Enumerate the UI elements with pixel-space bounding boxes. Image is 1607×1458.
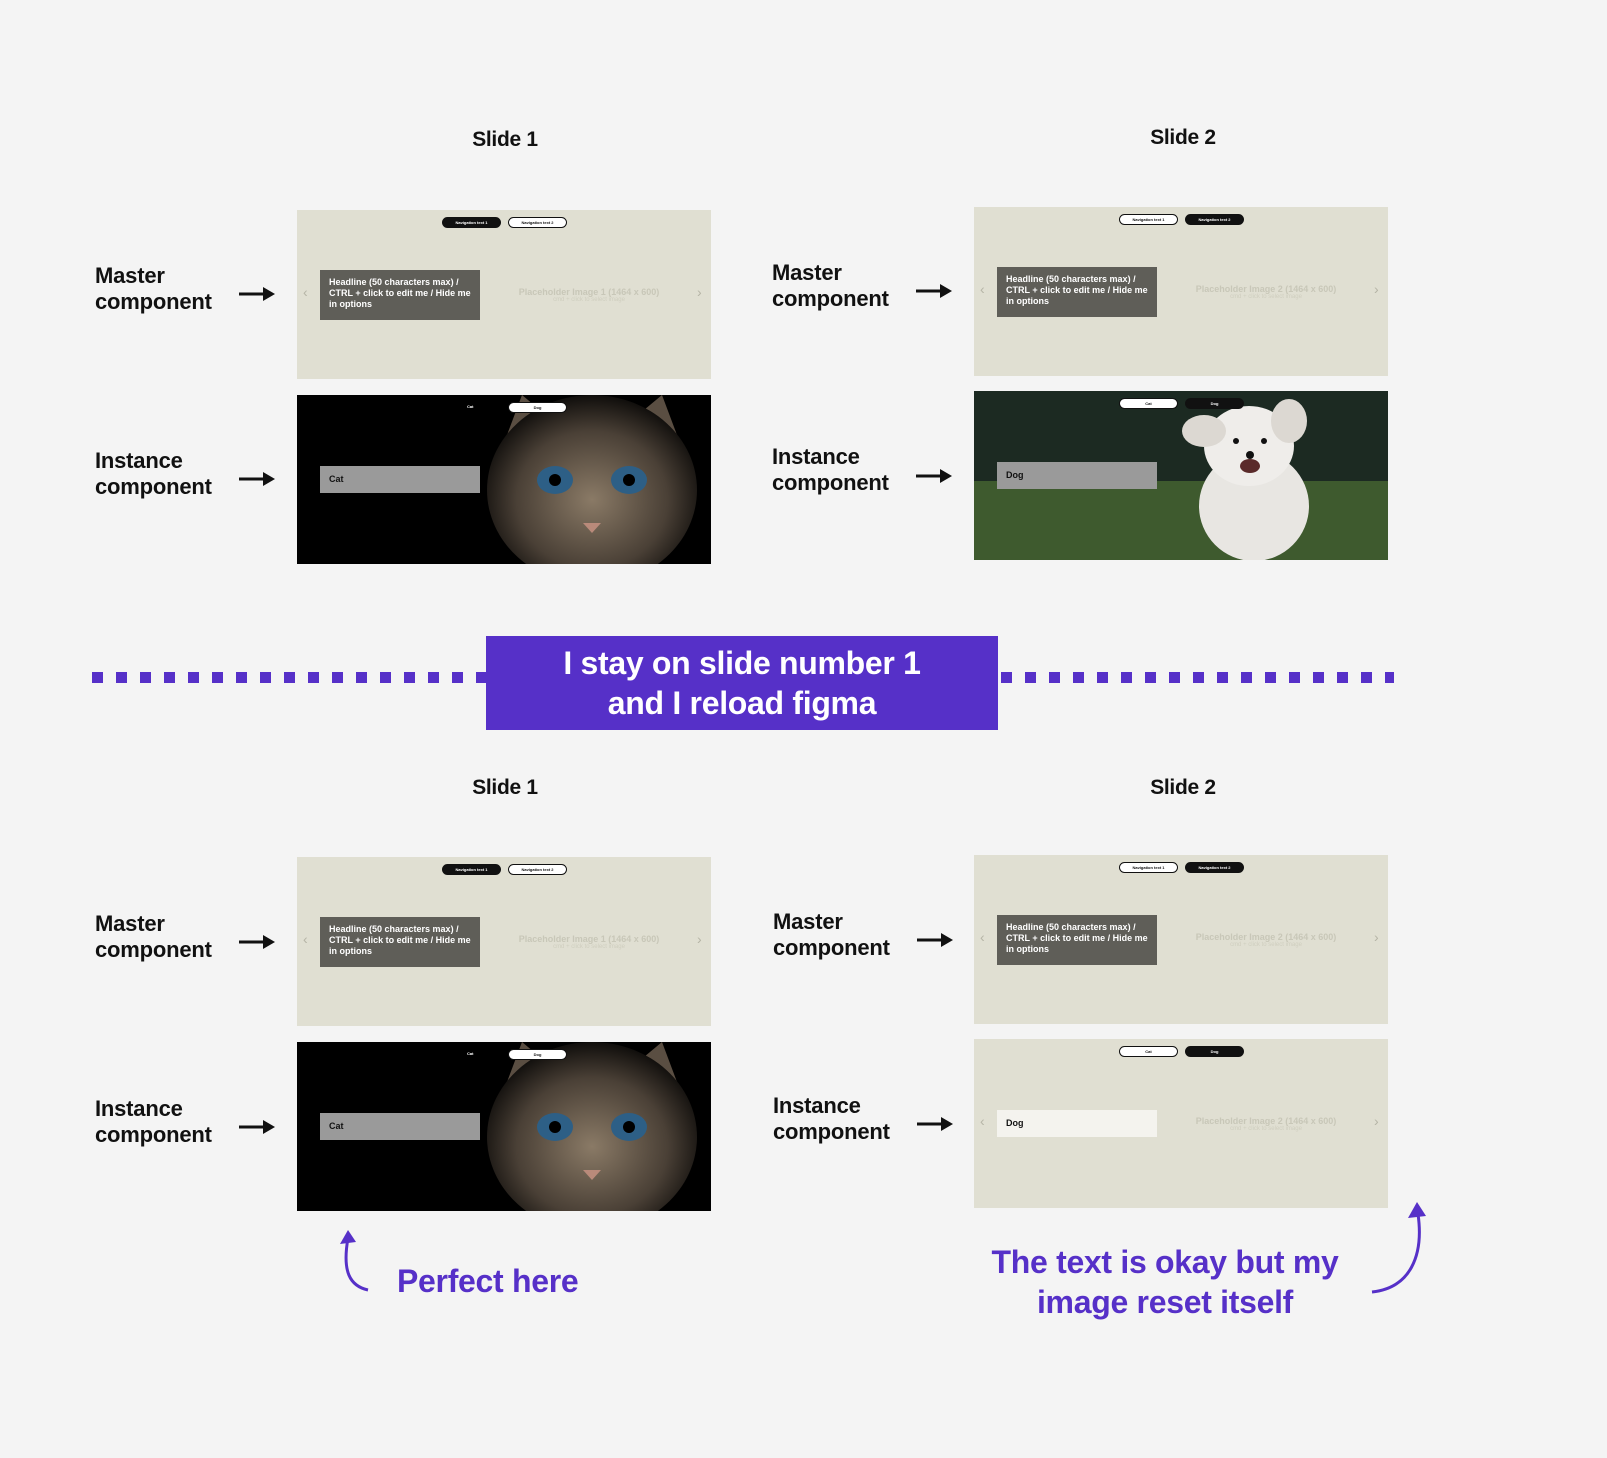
slide-2-title: Slide 2 — [1150, 126, 1216, 149]
arrow-right-icon — [239, 472, 275, 486]
banner-line-2: and I reload figma — [607, 685, 877, 721]
chevron-right-icon[interactable]: › — [697, 284, 702, 300]
nav-dog[interactable]: Dog — [508, 402, 567, 413]
curved-arrow-up-icon — [340, 1230, 369, 1292]
nav-button-1[interactable]: Navigation text 1 — [442, 217, 501, 228]
master-component-slide-2[interactable]: Navigation text 1 Navigation text 2 ‹ He… — [974, 855, 1388, 1024]
placeholder-image-hint: cmd + click to select image — [553, 297, 625, 303]
instance-component-slide-1[interactable]: Cat Dog Cat — [297, 1042, 711, 1211]
nav-button-2[interactable]: Navigation text 2 — [1185, 214, 1244, 225]
placeholder-image-hint: cmd + click to select image — [1230, 294, 1302, 300]
placeholder-image-title: Placeholder Image 2 (1464 x 600) — [1195, 1116, 1337, 1126]
reset-note-line-1: The text is okay but my — [991, 1244, 1339, 1280]
master-component-slide-1[interactable]: Navigation text 1 Navigation text 2 ‹ He… — [297, 857, 711, 1026]
chevron-right-icon[interactable]: › — [1374, 929, 1379, 945]
nav-button-2[interactable]: Navigation text 2 — [508, 864, 567, 875]
chevron-left-icon[interactable]: ‹ — [980, 1113, 985, 1129]
slide-1-title: Slide 1 — [472, 128, 538, 151]
instance-component-label: Instance component — [772, 444, 889, 495]
headline-box[interactable]: Dog — [997, 462, 1157, 489]
chevron-left-icon[interactable]: ‹ — [303, 284, 308, 300]
master-component-label: Master component — [95, 263, 212, 314]
headline-box[interactable]: Headline (50 characters max) / CTRL + cl… — [997, 915, 1157, 965]
chevron-left-icon[interactable]: ‹ — [980, 281, 985, 297]
headline-box[interactable]: Headline (50 characters max) / CTRL + cl… — [997, 267, 1157, 317]
placeholder-image-hint: cmd + click to select image — [1230, 1126, 1302, 1132]
instance-component-label: Instance component — [95, 1096, 212, 1147]
chevron-left-icon[interactable]: ‹ — [980, 929, 985, 945]
instance-component-label: Instance component — [95, 448, 212, 499]
arrow-right-icon — [917, 933, 953, 947]
cat-photo-icon — [487, 395, 697, 564]
master-component-slide-2[interactable]: Navigation text 1 Navigation text 2 ‹ He… — [974, 207, 1388, 376]
nav-button-1[interactable]: Navigation text 1 — [442, 864, 501, 875]
nav-dog[interactable]: Dog — [1185, 398, 1244, 409]
headline-box[interactable]: Headline (50 characters max) / CTRL + cl… — [320, 917, 480, 967]
placeholder-image-title: Placeholder Image 2 (1464 x 600) — [1195, 932, 1337, 942]
arrow-right-icon — [239, 1120, 275, 1134]
arrow-right-icon — [917, 1117, 953, 1131]
arrow-right-icon — [239, 287, 275, 301]
master-component-label: Master component — [773, 909, 890, 960]
arrow-right-icon — [916, 469, 952, 483]
arrow-right-icon — [916, 284, 952, 298]
perfect-note: Perfect here — [397, 1263, 579, 1299]
nav-dog[interactable]: Dog — [508, 1049, 567, 1060]
nav-button-2[interactable]: Navigation text 2 — [1185, 862, 1244, 873]
headline-box[interactable]: Dog — [997, 1110, 1157, 1137]
placeholder-image-title: Placeholder Image 2 (1464 x 600) — [1195, 284, 1337, 294]
instance-component-label: Instance component — [773, 1093, 890, 1144]
reset-note-line-2: image reset itself — [1036, 1284, 1294, 1320]
chevron-right-icon[interactable]: › — [1374, 281, 1379, 297]
master-component-label: Master component — [95, 911, 212, 962]
headline-box[interactable]: Cat — [320, 1113, 480, 1140]
chevron-right-icon[interactable]: › — [1374, 1113, 1379, 1129]
nav-cat[interactable]: Cat — [1119, 398, 1178, 409]
arrow-right-icon — [239, 935, 275, 949]
instance-component-slide-2[interactable]: Cat Dog Dog — [974, 391, 1388, 560]
banner-line-1: I stay on slide number 1 — [563, 645, 921, 681]
curved-arrow-up-icon — [1371, 1202, 1426, 1294]
nav-button-1[interactable]: Navigation text 1 — [1119, 214, 1178, 225]
instance-component-slide-1[interactable]: Cat Dog Cat — [297, 395, 711, 564]
instance-component-slide-2[interactable]: Cat Dog ‹ Dog Placeholder Image 2 (1464 … — [974, 1039, 1388, 1208]
master-component-slide-1[interactable]: Navigation text 1 Navigation text 2 ‹ He… — [297, 210, 711, 379]
dotted-divider-left — [92, 672, 486, 683]
chevron-right-icon[interactable]: › — [697, 931, 702, 947]
slide-2-title: Slide 2 — [1150, 776, 1216, 799]
nav-dog[interactable]: Dog — [1185, 1046, 1244, 1057]
placeholder-image-hint: cmd + click to select image — [553, 944, 625, 950]
headline-box[interactable]: Headline (50 characters max) / CTRL + cl… — [320, 270, 480, 320]
placeholder-image-title: Placeholder Image 1 (1464 x 600) — [518, 934, 660, 944]
reload-banner: I stay on slide number 1 and I reload fi… — [486, 636, 998, 730]
dotted-divider-right — [1001, 672, 1394, 683]
reset-note: The text is okay but my image reset itse… — [960, 1242, 1370, 1322]
cat-photo-icon — [487, 1042, 697, 1211]
placeholder-image-title: Placeholder Image 1 (1464 x 600) — [518, 287, 660, 297]
slide-1-title: Slide 1 — [472, 776, 538, 799]
nav-button-2[interactable]: Navigation text 2 — [508, 217, 567, 228]
nav-button-1[interactable]: Navigation text 1 — [1119, 862, 1178, 873]
headline-box[interactable]: Cat — [320, 466, 480, 493]
master-component-label: Master component — [772, 260, 889, 311]
placeholder-image-hint: cmd + click to select image — [1230, 942, 1302, 948]
nav-cat[interactable]: Cat — [1119, 1046, 1178, 1057]
chevron-left-icon[interactable]: ‹ — [303, 931, 308, 947]
